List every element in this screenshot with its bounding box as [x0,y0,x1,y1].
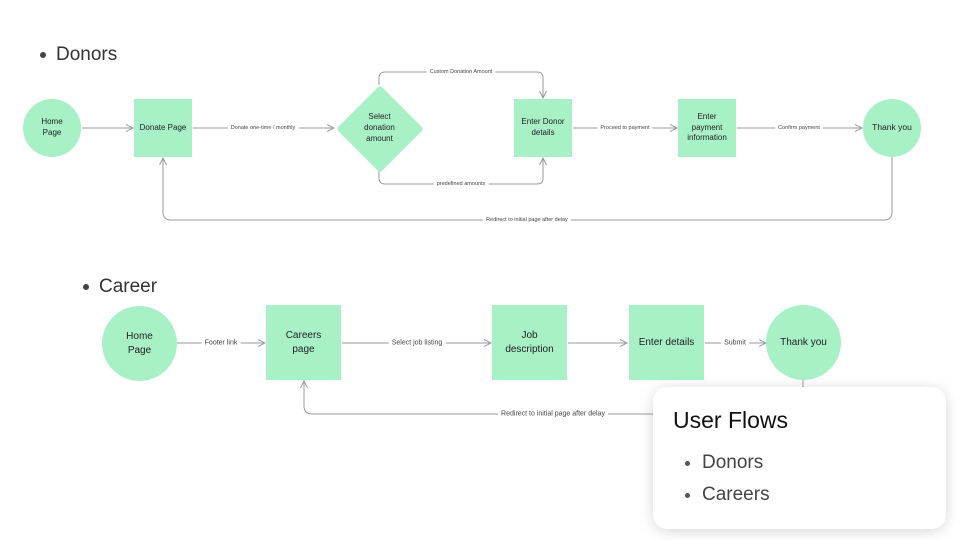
card-list-item: Donors [685,452,926,474]
user-flows-card: User Flows Donors Careers [653,387,946,529]
bullet-icon [685,492,690,498]
edge-label-donate-choice: Donate one-time / monthly [227,125,299,131]
node-label: Thank you [780,336,827,348]
select-amount-decision-node: Select donation amount [335,84,424,173]
edge-label-proceed: Proceed to payment [597,125,653,131]
careers-page-node: Careers page [266,305,341,380]
node-label: Job description [505,330,554,355]
node-label: Home Page [41,117,63,137]
donate-page-node: Donate Page [134,99,192,157]
career-home-node: Home Page [102,306,177,381]
bullet-icon [83,284,89,290]
enter-details-node: Enter details [629,305,704,380]
edge-label-donor-redirect: Redirect to initial page after delay [483,217,571,223]
bullet-icon [40,52,46,58]
donors-section-title: Donors [40,44,117,66]
career-title-text: Career [99,276,158,297]
node-label: Enter details [638,336,695,348]
edge-label-custom-amount: Custom Donation Amount [426,69,496,75]
card-item-label: Donors [702,452,764,473]
card-list-item: Careers [685,484,926,506]
bullet-icon [685,460,690,466]
donors-title-text: Donors [56,44,118,65]
edge-label-submit: Submit [721,339,749,347]
career-section-title: Career [83,276,157,298]
node-label: Enter Donor details [521,117,565,137]
edge-label-career-redirect: Redirect to initial page after delay [498,410,608,418]
edge-label-predefined: predefined amounts [433,181,489,187]
node-label: Donate Page [139,122,187,132]
edge-label-select-job: Select job listing [388,339,446,347]
payment-node: Enter payment information [678,99,736,157]
career-thank-you-node: Thank you [766,305,841,380]
node-label: Enter payment information [687,111,727,143]
edge-donor-redirect [163,157,893,221]
job-description-node: Job description [492,305,567,380]
node-label: Careers page [285,330,322,355]
donors-thank-you-node: Thank you [863,99,921,157]
donor-details-node: Enter Donor details [514,99,572,157]
donors-home-node: Home Page [23,99,81,157]
edge-label-confirm: Confirm payment [775,125,823,131]
edge-label-footer: Footer link [201,339,241,347]
node-label: Home Page [126,331,153,356]
node-label: Thank you [872,122,912,133]
node-label: Select donation amount [364,112,395,143]
card-title: User Flows [673,407,789,433]
card-item-label: Careers [702,484,770,505]
